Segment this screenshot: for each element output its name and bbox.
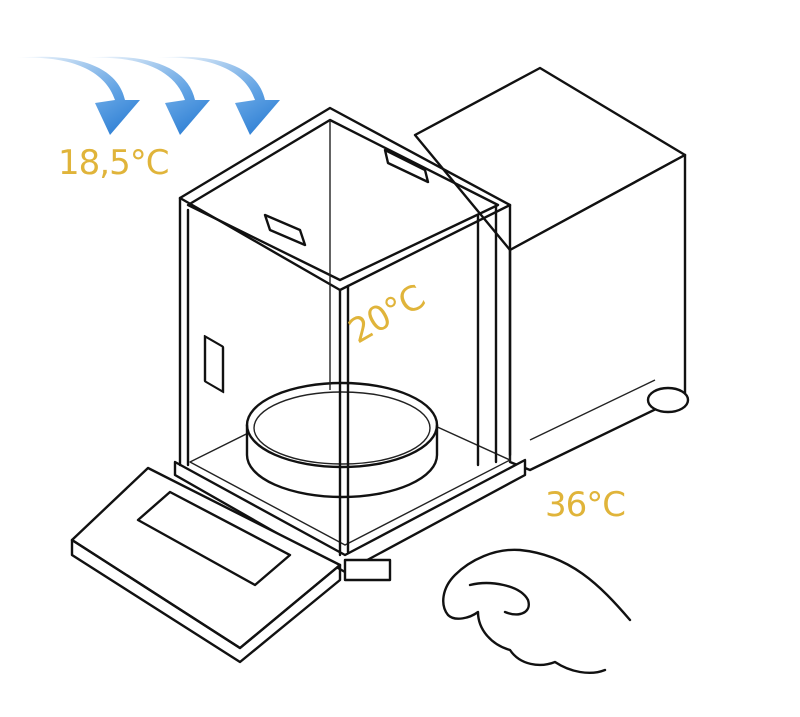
display-panel	[70, 466, 342, 664]
hand-icon	[442, 548, 632, 674]
electronics-housing	[413, 66, 690, 472]
electronics-temperature-label: 36°C	[545, 485, 626, 525]
airflow-arrow-icon	[15, 56, 280, 135]
draft-shield	[178, 106, 512, 557]
outside-temperature-label: 18,5°C	[58, 143, 169, 183]
weighing-pan	[245, 381, 439, 499]
